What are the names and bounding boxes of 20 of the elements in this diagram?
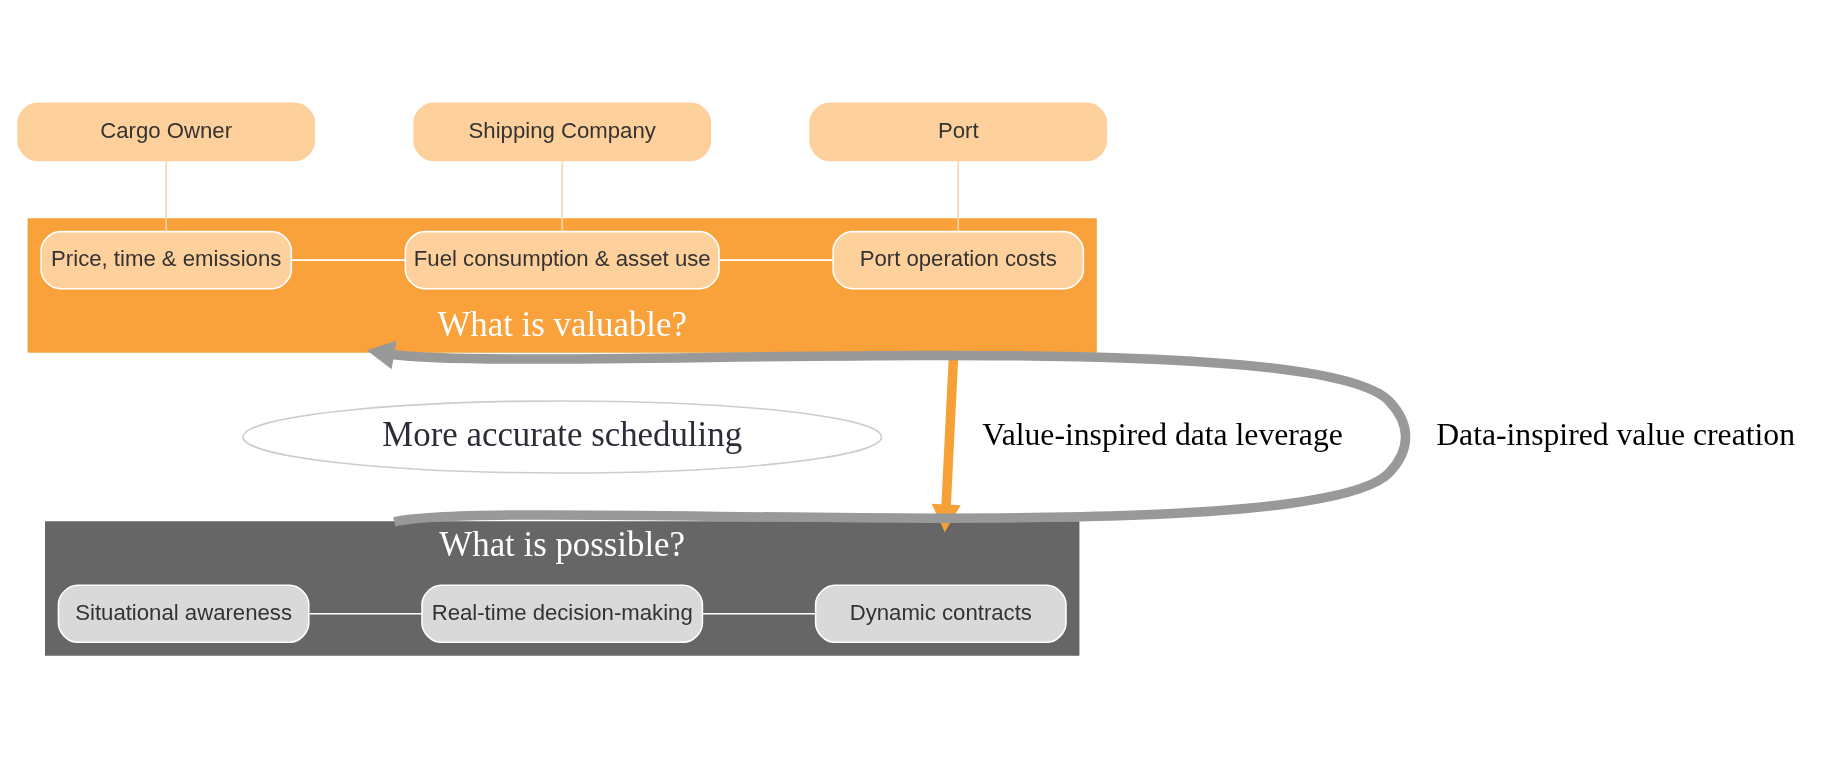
node-box: Fuel consumption & asset use	[404, 230, 720, 290]
connector	[165, 159, 167, 233]
node-box: Shipping Company	[413, 102, 712, 162]
connector	[718, 259, 834, 261]
edge-label: Value-inspired data leverage	[982, 416, 1343, 452]
node-box: Port operation costs	[832, 230, 1085, 290]
node-box: Dynamic contracts	[814, 584, 1067, 644]
connector	[308, 613, 423, 615]
node-box: Real-time decision-making	[421, 584, 704, 644]
connector	[290, 259, 406, 261]
connector	[561, 159, 563, 233]
node-box: Cargo Owner	[17, 102, 316, 162]
connector	[957, 159, 959, 233]
node-box: Situational awareness	[57, 584, 310, 644]
arrow	[366, 340, 1410, 527]
connector	[701, 613, 817, 615]
node-box: Price, time & emissions	[40, 230, 293, 290]
node-box: Port	[809, 102, 1108, 162]
node-ellipse: More accurate scheduling	[242, 400, 883, 474]
edge-label: Data-inspired value creation	[1436, 416, 1796, 452]
